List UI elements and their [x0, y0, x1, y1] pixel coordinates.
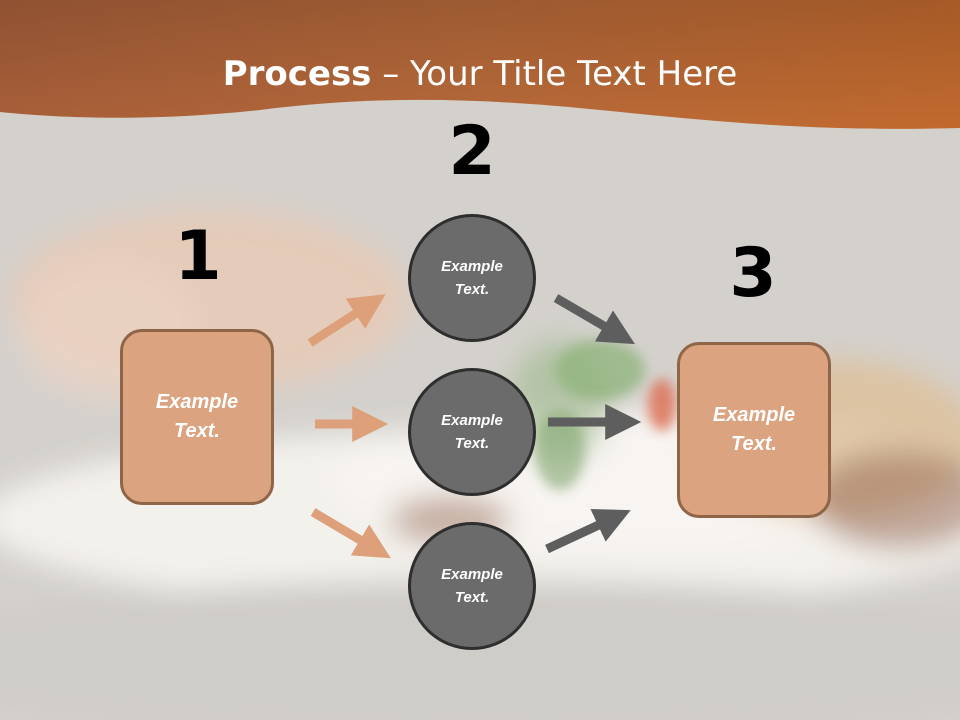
step-3-box: Example Text. — [677, 342, 831, 518]
step-3-text: Example Text. — [712, 404, 796, 455]
circle-middle: Example Text. — [408, 368, 536, 496]
step-number-1: 1 — [174, 217, 222, 296]
step-number-2: 2 — [448, 112, 496, 191]
step-1-text: Example Text. — [155, 391, 239, 442]
arrow-1-to-circle-top — [307, 294, 386, 347]
circle-middle-text: Example Text. — [441, 412, 503, 452]
step-number-3: 3 — [729, 234, 777, 313]
circle-bottom-text: Example Text. — [441, 566, 503, 606]
circle-top: Example Text. — [408, 214, 536, 342]
arrow-circle-bottom-to-3 — [545, 509, 631, 554]
arrow-1-to-circle-bottom — [310, 508, 391, 559]
arrow-circle-top-to-3 — [553, 294, 635, 345]
circle-bottom: Example Text. — [408, 522, 536, 650]
slide-title: Process – Your Title Text Here — [0, 54, 960, 94]
title-bold: Process — [222, 54, 372, 94]
step-1-box: Example Text. — [120, 329, 274, 505]
circle-top-text: Example Text. — [441, 258, 503, 298]
title-rest: – Your Title Text Here — [371, 54, 738, 94]
